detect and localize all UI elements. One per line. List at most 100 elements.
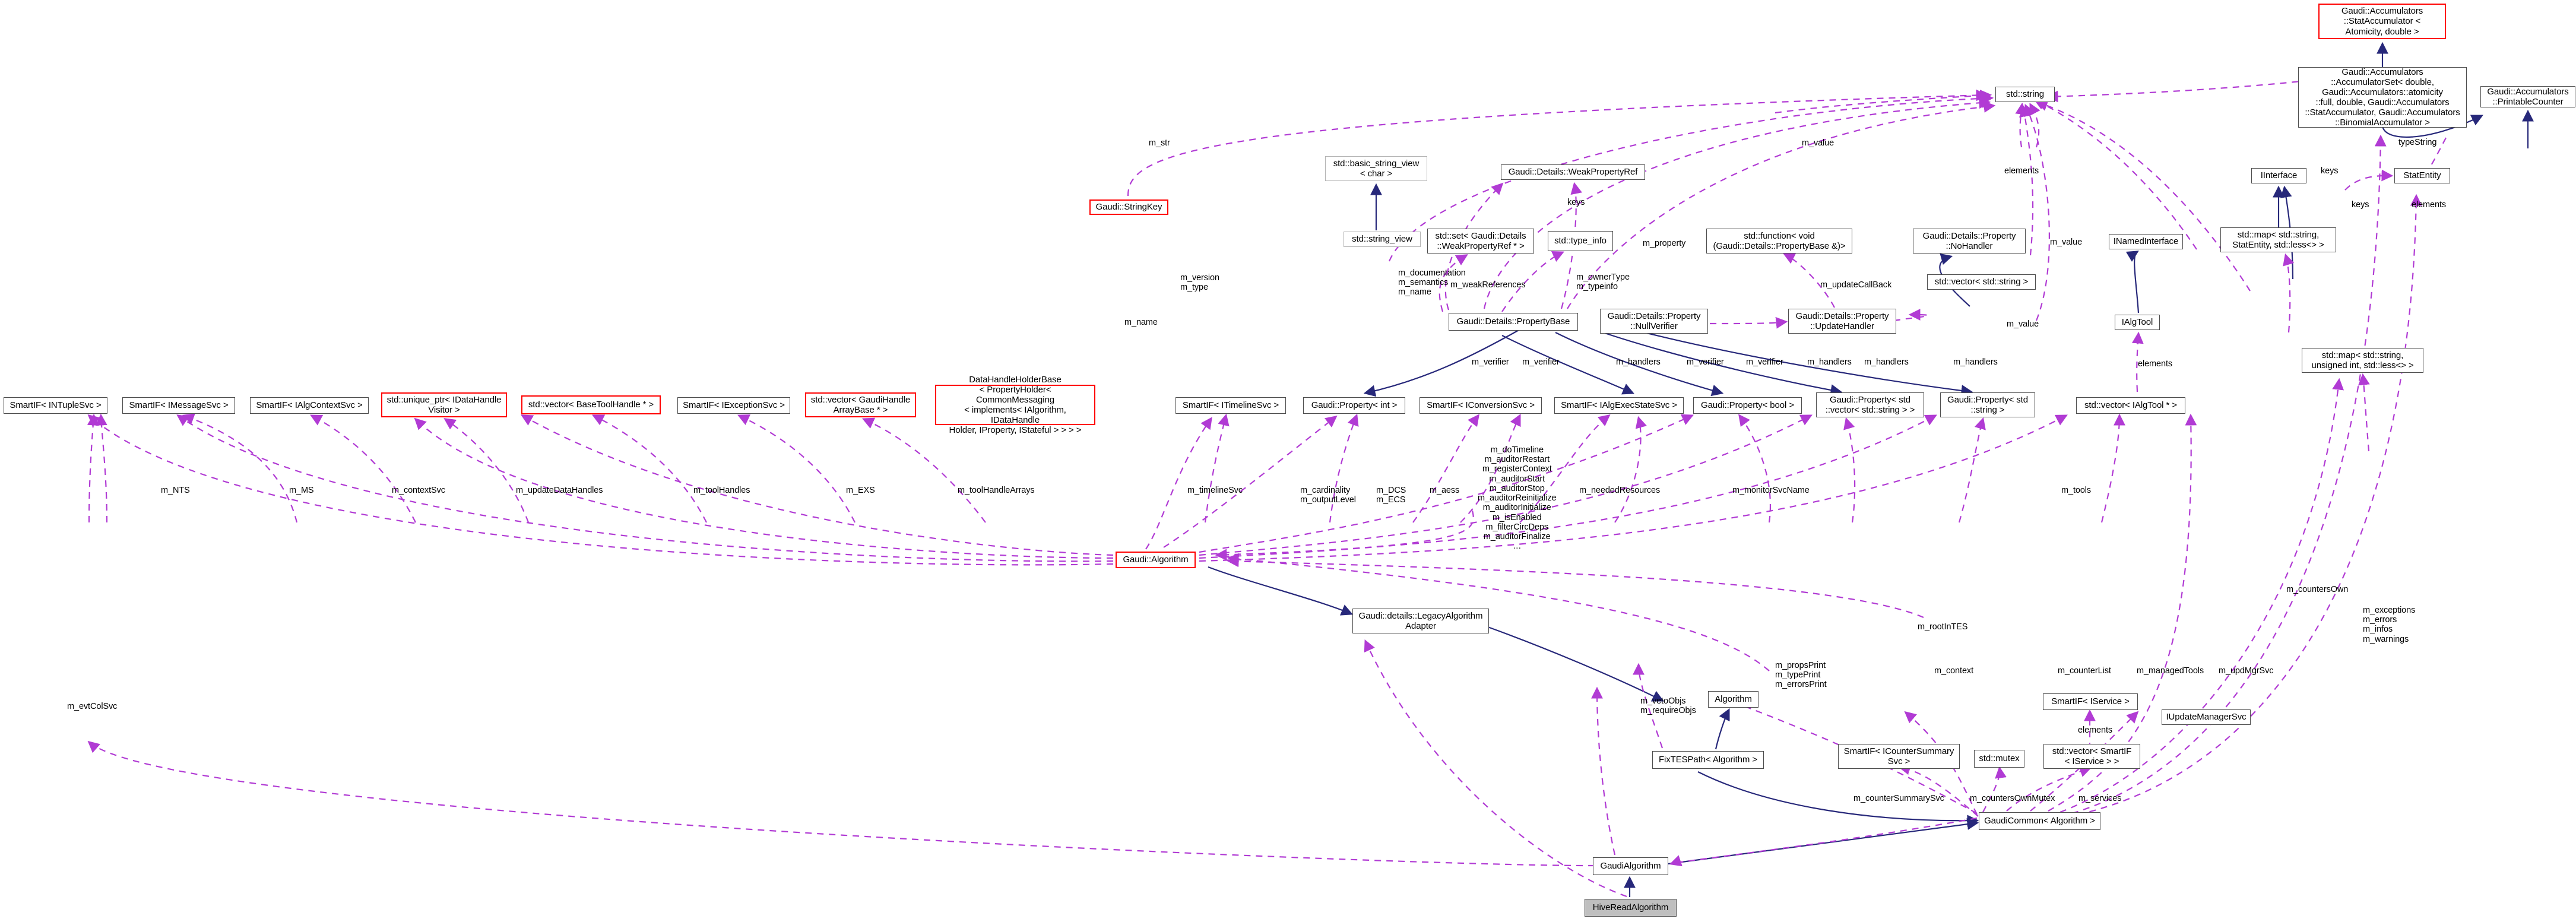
class-node-gaudicommon[interactable]: GaudiCommon< Algorithm > xyxy=(1979,812,2100,830)
edge-label-l_mtoolhandles: m_toolHandles xyxy=(693,486,750,495)
edge-label-l_mverifier3: m_verifier xyxy=(1687,357,1724,367)
edge-label-l_mcounterlist: m_counterList xyxy=(2058,666,2111,676)
class-node-statentity[interactable]: StatEntity xyxy=(2394,168,2450,183)
class-node-algorithm[interactable]: Algorithm xyxy=(1708,691,1758,708)
edge-label-l_mcountersown: m_countersOwn xyxy=(2286,585,2349,594)
class-node-vecbasetool[interactable]: std::vector< BaseToolHandle * > xyxy=(521,395,661,414)
edge-label-l_keys_prop: keys xyxy=(1567,198,1585,207)
edge-label-l_mexceptions: m_exceptions m_errors m_infos m_warnings xyxy=(2363,606,2416,644)
edge-label-l_mtools: m_tools xyxy=(2061,486,2092,495)
edge-label-l_mneeded: m_neededResources xyxy=(1579,486,1661,495)
edge-label-l_mversion: m_version m_type xyxy=(1180,273,1219,293)
edge-label-l_mms: m_MS xyxy=(289,486,314,495)
class-node-setweak[interactable]: std::set< Gaudi::Details ::WeakPropertyR… xyxy=(1427,229,1534,254)
edge-label-l_mupdatecb: m_updateCallBack xyxy=(1820,280,1892,290)
edge-label-l_mmanagedtools: m_managedTools xyxy=(2137,666,2204,676)
class-node-sm_ialgctx[interactable]: SmartIF< IAlgContextSvc > xyxy=(250,397,369,414)
edge-label-l_typeString: typeString xyxy=(2398,138,2437,147)
edge-label-l_keys_iface: keys xyxy=(2321,166,2339,176)
class-node-stdfunction[interactable]: std::function< void (Gaudi::Details::Pro… xyxy=(1706,229,1852,254)
class-node-legacyadapter[interactable]: Gaudi::details::LegacyAlgorithm Adapter xyxy=(1352,609,1489,633)
edge-label-l_mcontext: m_context xyxy=(1934,666,1973,676)
class-node-typeinfo[interactable]: std::type_info xyxy=(1548,231,1613,251)
class-node-updatehandler[interactable]: Gaudi::Details::Property ::UpdateHandler xyxy=(1788,309,1896,334)
class-node-weakpropref[interactable]: Gaudi::Details::WeakPropertyRef xyxy=(1501,164,1645,180)
edge-label-l_mverifier4: m_verifier xyxy=(1746,357,1783,367)
edge-label-l_mverifier1: m_verifier xyxy=(1472,357,1509,367)
class-node-vecsmartifisvc[interactable]: std::vector< SmartIF < IService > > xyxy=(2043,744,2140,769)
edge-label-l_mhandlers4: m_handlers xyxy=(1953,357,1998,367)
edge-label-l_mtimelinesvc: m_timelineSvc xyxy=(1187,486,1243,495)
class-node-nohandler[interactable]: Gaudi::Details::Property ::NoHandler xyxy=(1913,229,2026,254)
edge-label-l_mpropsprint: m_propsPrint m_typePrint m_errorsPrint xyxy=(1775,661,1827,690)
edge-label-l_mname: m_name xyxy=(1124,318,1158,327)
class-node-stringkey[interactable]: Gaudi::StringKey xyxy=(1089,199,1168,215)
edge-label-l_mupdhandles: m_updateDataHandles xyxy=(516,486,603,495)
edge-label-l_elements_top: elements xyxy=(2004,166,2039,176)
class-node-vecialgtool[interactable]: std::vector< IAlgTool * > xyxy=(2076,397,2185,414)
class-node-prop_vecstr[interactable]: Gaudi::Property< std ::vector< std::stri… xyxy=(1816,392,1924,417)
edge-label-l_mstr: m_str xyxy=(1149,138,1170,148)
edge-label-l_keys_right: keys xyxy=(2352,200,2369,210)
edge-label-l_mservices: m_services xyxy=(2078,794,2122,803)
edge-label-l_mcontextsvc: m_contextSvc xyxy=(392,486,445,495)
class-node-sm_intuple[interactable]: SmartIF< INTupleSvc > xyxy=(4,397,107,414)
edge-label-l_mdoc: m_documentation m_semantics m_name xyxy=(1398,268,1466,297)
edge-label-l_elements_svc: elements xyxy=(2078,725,2113,735)
class-node-sm_icntsum[interactable]: SmartIF< ICounterSummary Svc > xyxy=(1838,744,1960,769)
class-node-sm_imsg[interactable]: SmartIF< IMessageSvc > xyxy=(122,397,235,414)
class-node-ialgtool[interactable]: IAlgTool xyxy=(2115,315,2160,330)
edge-label-l_elements_r: elements xyxy=(2412,200,2447,210)
edge-label-l_mvalue_low: m_value xyxy=(2007,319,2039,329)
class-node-iupdmgr[interactable]: IUpdateManagerSvc xyxy=(2162,709,2251,725)
class-node-prop_int[interactable]: Gaudi::Property< int > xyxy=(1303,397,1405,414)
edge-label-l_mexs: m_EXS xyxy=(846,486,875,495)
edge-label-l_mvalue_mid: m_value xyxy=(2050,237,2083,247)
class-node-basicsv[interactable]: std::basic_string_view < char > xyxy=(1325,156,1427,181)
class-node-propertybase[interactable]: Gaudi::Details::PropertyBase xyxy=(1449,313,1578,331)
edge-label-l_mhandlers2: m_handlers xyxy=(1807,357,1852,367)
edge-label-l_mtoolarrays: m_toolHandleArrays xyxy=(958,486,1035,495)
edge-label-l_mverifier2: m_verifier xyxy=(1522,357,1560,367)
class-node-inamediface[interactable]: INamedInterface xyxy=(2109,234,2183,249)
edge-label-l_mcntownmutex: m_countersOwnMutex xyxy=(1970,794,2055,803)
edge-label-l_mnts: m_NTS xyxy=(161,486,190,495)
edge-label-l_mdotimeline: m_doTimeline m_auditorRestart m_register… xyxy=(1478,445,1557,552)
edge-label-l_mdcs: m_DCS m_ECS xyxy=(1376,486,1406,505)
class-node-hiveread[interactable]: HiveReadAlgorithm xyxy=(1585,899,1677,917)
class-node-mapstatentity[interactable]: std::map< std::string, StatEntity, std::… xyxy=(2220,227,2336,252)
class-node-fixtespath[interactable]: FixTESPath< Algorithm > xyxy=(1652,751,1764,769)
class-node-vecgaudihandle[interactable]: std::vector< GaudiHandle ArrayBase * > xyxy=(805,392,916,417)
class-node-prop_str[interactable]: Gaudi::Property< std ::string > xyxy=(1940,392,2035,417)
class-node-dhhbase[interactable]: DataHandleHolderBase < PropertyHolder< C… xyxy=(935,375,1095,435)
class-node-sm_ialgexec[interactable]: SmartIF< IAlgExecStateSvc > xyxy=(1554,397,1684,414)
class-node-uptrdhv[interactable]: std::unique_ptr< IDataHandle Visitor > xyxy=(381,392,507,417)
edge-label-l_mweakref: m_weakReferences xyxy=(1450,280,1526,290)
class-node-nullverifier[interactable]: Gaudi::Details::Property ::NullVerifier xyxy=(1600,309,1708,334)
class-node-iinterface[interactable]: IInterface xyxy=(2251,168,2306,183)
edge-label-l_mupdmgrsvc: m_updMgrSvc xyxy=(2219,666,2274,676)
class-node-sm_iconv[interactable]: SmartIF< IConversionSvc > xyxy=(1420,397,1542,414)
class-node-stringview[interactable]: std::string_view xyxy=(1344,232,1421,247)
edge-label-l_mcntsumsvc: m_counterSummarySvc xyxy=(1853,794,1944,803)
class-node-stdmutex[interactable]: std::mutex xyxy=(1974,750,2024,768)
class-node-sm_iservice[interactable]: SmartIF< IService > xyxy=(2043,693,2138,710)
class-node-mapuint[interactable]: std::map< std::string, unsigned int, std… xyxy=(2302,348,2423,373)
edge-label-l_mrootintes: m_rootInTES xyxy=(1918,622,1968,632)
class-node-prop_bool[interactable]: Gaudi::Property< bool > xyxy=(1693,397,1802,414)
class-node-printcnt[interactable]: Gaudi::Accumulators ::PrintableCounter xyxy=(2480,86,2575,107)
class-node-gaudialgorithm[interactable]: GaudiAlgorithm xyxy=(1593,857,1668,875)
edge-label-l_mcardinality: m_cardinality m_outputLevel xyxy=(1300,486,1356,505)
class-node-sm_iexc[interactable]: SmartIF< IExceptionSvc > xyxy=(677,397,790,414)
edge-label-l_mownertype: m_ownerType m_typeinfo xyxy=(1576,273,1630,292)
class-node-vecstring[interactable]: std::vector< std::string > xyxy=(1927,274,2036,290)
edge-label-l_mvalue_top: m_value xyxy=(1802,138,1834,148)
edge-label-l_mevtcolsvc: m_evtColSvc xyxy=(67,702,118,711)
class-node-sm_itimeline[interactable]: SmartIF< ITimelineSvc > xyxy=(1175,397,1286,414)
class-node-stdstring[interactable]: std::string xyxy=(1995,87,2055,102)
class-node-statacc[interactable]: Gaudi::Accumulators ::StatAccumulator < … xyxy=(2318,4,2446,39)
class-node-accset[interactable]: Gaudi::Accumulators ::AccumulatorSet< do… xyxy=(2298,67,2467,128)
class-node-gaudialg[interactable]: Gaudi::Algorithm xyxy=(1116,552,1196,568)
